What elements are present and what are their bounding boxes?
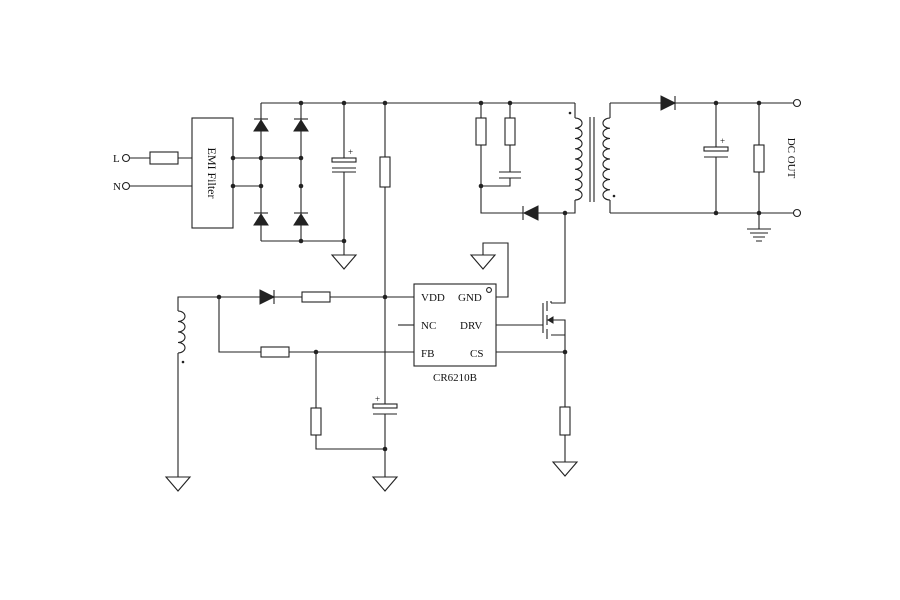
snubber-resistor-2 [504, 117, 516, 146]
pin-drv-label: DRV [460, 320, 482, 332]
aux-resistor [301, 291, 331, 303]
pin-fb-label: FB [421, 348, 434, 360]
fb-resistor [260, 346, 290, 358]
snubber-capacitor [499, 171, 521, 179]
bridge-diode-1 [253, 118, 269, 132]
dc-out-label: DC OUT [785, 138, 797, 179]
aux-diode [259, 289, 276, 305]
earth-ground-symbol [747, 213, 771, 242]
pin-vdd-label: VDD [421, 292, 445, 304]
ic-ground-symbol [469, 254, 497, 270]
snubber-resistor-1 [475, 117, 487, 146]
pin-nc-label: NC [421, 320, 436, 332]
output-rectifier-diode [660, 95, 677, 111]
bridge-diode-3 [253, 212, 269, 226]
pin-cs-label: CS [470, 348, 483, 360]
ac-input: L N [113, 151, 192, 193]
pin1-marker [486, 287, 492, 293]
secondary-winding [602, 117, 611, 201]
flyback-transformer [565, 103, 616, 214]
bulk-capacitor: + [330, 100, 358, 270]
ground-symbol [330, 254, 358, 270]
neutral-terminal [121, 181, 131, 191]
aux-winding-supply [164, 289, 414, 492]
vdd-capacitor: + [371, 394, 399, 492]
cs-ground-symbol [551, 461, 579, 477]
startup-resistor [379, 100, 391, 404]
emi-filter: EMI Filter [191, 117, 301, 229]
controller-ic: VDD GND NC DRV FB CS CR6210B [398, 242, 509, 384]
input-fuse-resistor [149, 151, 179, 165]
output-negative-terminal [792, 208, 802, 218]
line-terminal-label: L [113, 153, 120, 165]
bulk-cap-polarity: + [348, 147, 353, 157]
neutral-terminal-label: N [113, 181, 121, 193]
ic-part-number: CR6210B [433, 372, 477, 384]
pin-gnd-label: GND [458, 292, 482, 304]
vdd-ground-symbol [371, 476, 399, 492]
aux-winding [177, 310, 186, 354]
primary-winding [574, 117, 583, 201]
output-load-resistor [753, 103, 765, 213]
vdd-cap-polarity: + [375, 394, 380, 404]
power-mosfet [496, 213, 566, 352]
snubber-diode [522, 205, 565, 221]
transformer-core [589, 117, 595, 202]
current-sense [496, 349, 579, 477]
bridge-diode-4 [293, 212, 309, 226]
line-terminal [121, 153, 131, 163]
bridge-rectifier [253, 100, 575, 244]
output-capacitor: + [703, 103, 729, 213]
bridge-diode-2 [293, 118, 309, 132]
emi-filter-label: EMI Filter [205, 148, 219, 199]
ic-package [413, 283, 497, 367]
output-stage: + DC OUT [610, 95, 802, 242]
output-positive-terminal [792, 98, 802, 108]
current-sense-resistor [559, 406, 571, 436]
emi-filter-box [191, 117, 234, 229]
rcd-snubber [475, 100, 568, 221]
fb-divider-resistor [310, 407, 322, 436]
aux-ground-symbol [164, 476, 192, 492]
output-cap-polarity: + [720, 136, 725, 146]
